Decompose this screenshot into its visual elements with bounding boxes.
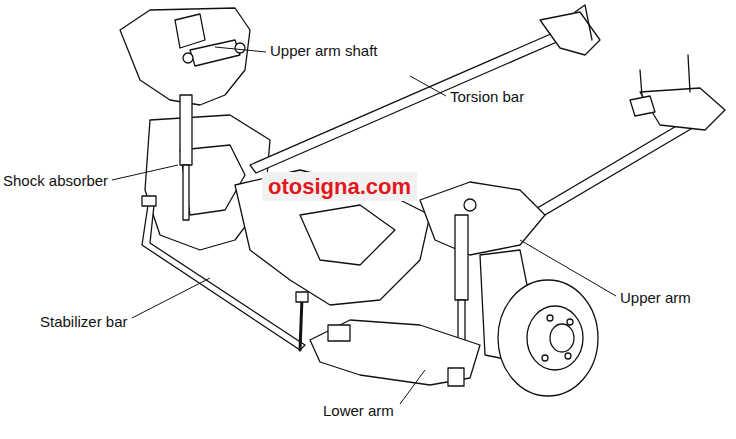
wheel-stud [542, 355, 548, 361]
stabilizer-link [300, 298, 302, 350]
part-label: Stabilizer bar [40, 313, 128, 330]
shock-rod-left [183, 165, 189, 220]
watermark: otosigna.com [262, 172, 417, 201]
torsion-bar [250, 30, 566, 173]
part-label: Torsion bar [450, 88, 524, 105]
leader-line [520, 240, 616, 296]
upper-arm-shaft [190, 40, 240, 66]
wheel-stud [567, 319, 573, 325]
part-label: Shock absorber [3, 172, 108, 189]
leader-line [410, 76, 446, 96]
stabilizer-bar [142, 205, 305, 350]
hub-cap [550, 324, 574, 352]
shock-absorber-right [455, 215, 468, 300]
crossmember [235, 170, 430, 305]
shaft-bolt [183, 53, 193, 63]
bushing [448, 368, 464, 386]
steering-rod [640, 70, 642, 96]
wheel-stud [565, 353, 571, 359]
hub [527, 306, 583, 370]
brake-disc [498, 280, 598, 396]
part-label: Lower arm [323, 402, 394, 419]
bushing [328, 325, 350, 341]
link-bushing [142, 196, 156, 206]
shaft-bolt [235, 43, 245, 53]
anchor-bolt [575, 5, 592, 40]
leader-line [400, 370, 425, 404]
lower-arm [310, 320, 480, 385]
ball-joint [464, 199, 476, 211]
leader-line [112, 165, 178, 180]
shock-absorber-left [180, 95, 192, 165]
bracket-plate [175, 14, 205, 48]
wheel-stud [547, 315, 553, 321]
leader-line [132, 278, 210, 318]
frame-bracket [120, 8, 250, 105]
part-label: Upper arm shaft [270, 42, 378, 59]
part-label: Upper arm [620, 289, 691, 306]
anchor-bolt [688, 55, 690, 92]
link-bushing [296, 292, 308, 302]
leader-line [215, 47, 266, 52]
crossmember-web [300, 205, 395, 265]
steering-link [630, 96, 655, 116]
